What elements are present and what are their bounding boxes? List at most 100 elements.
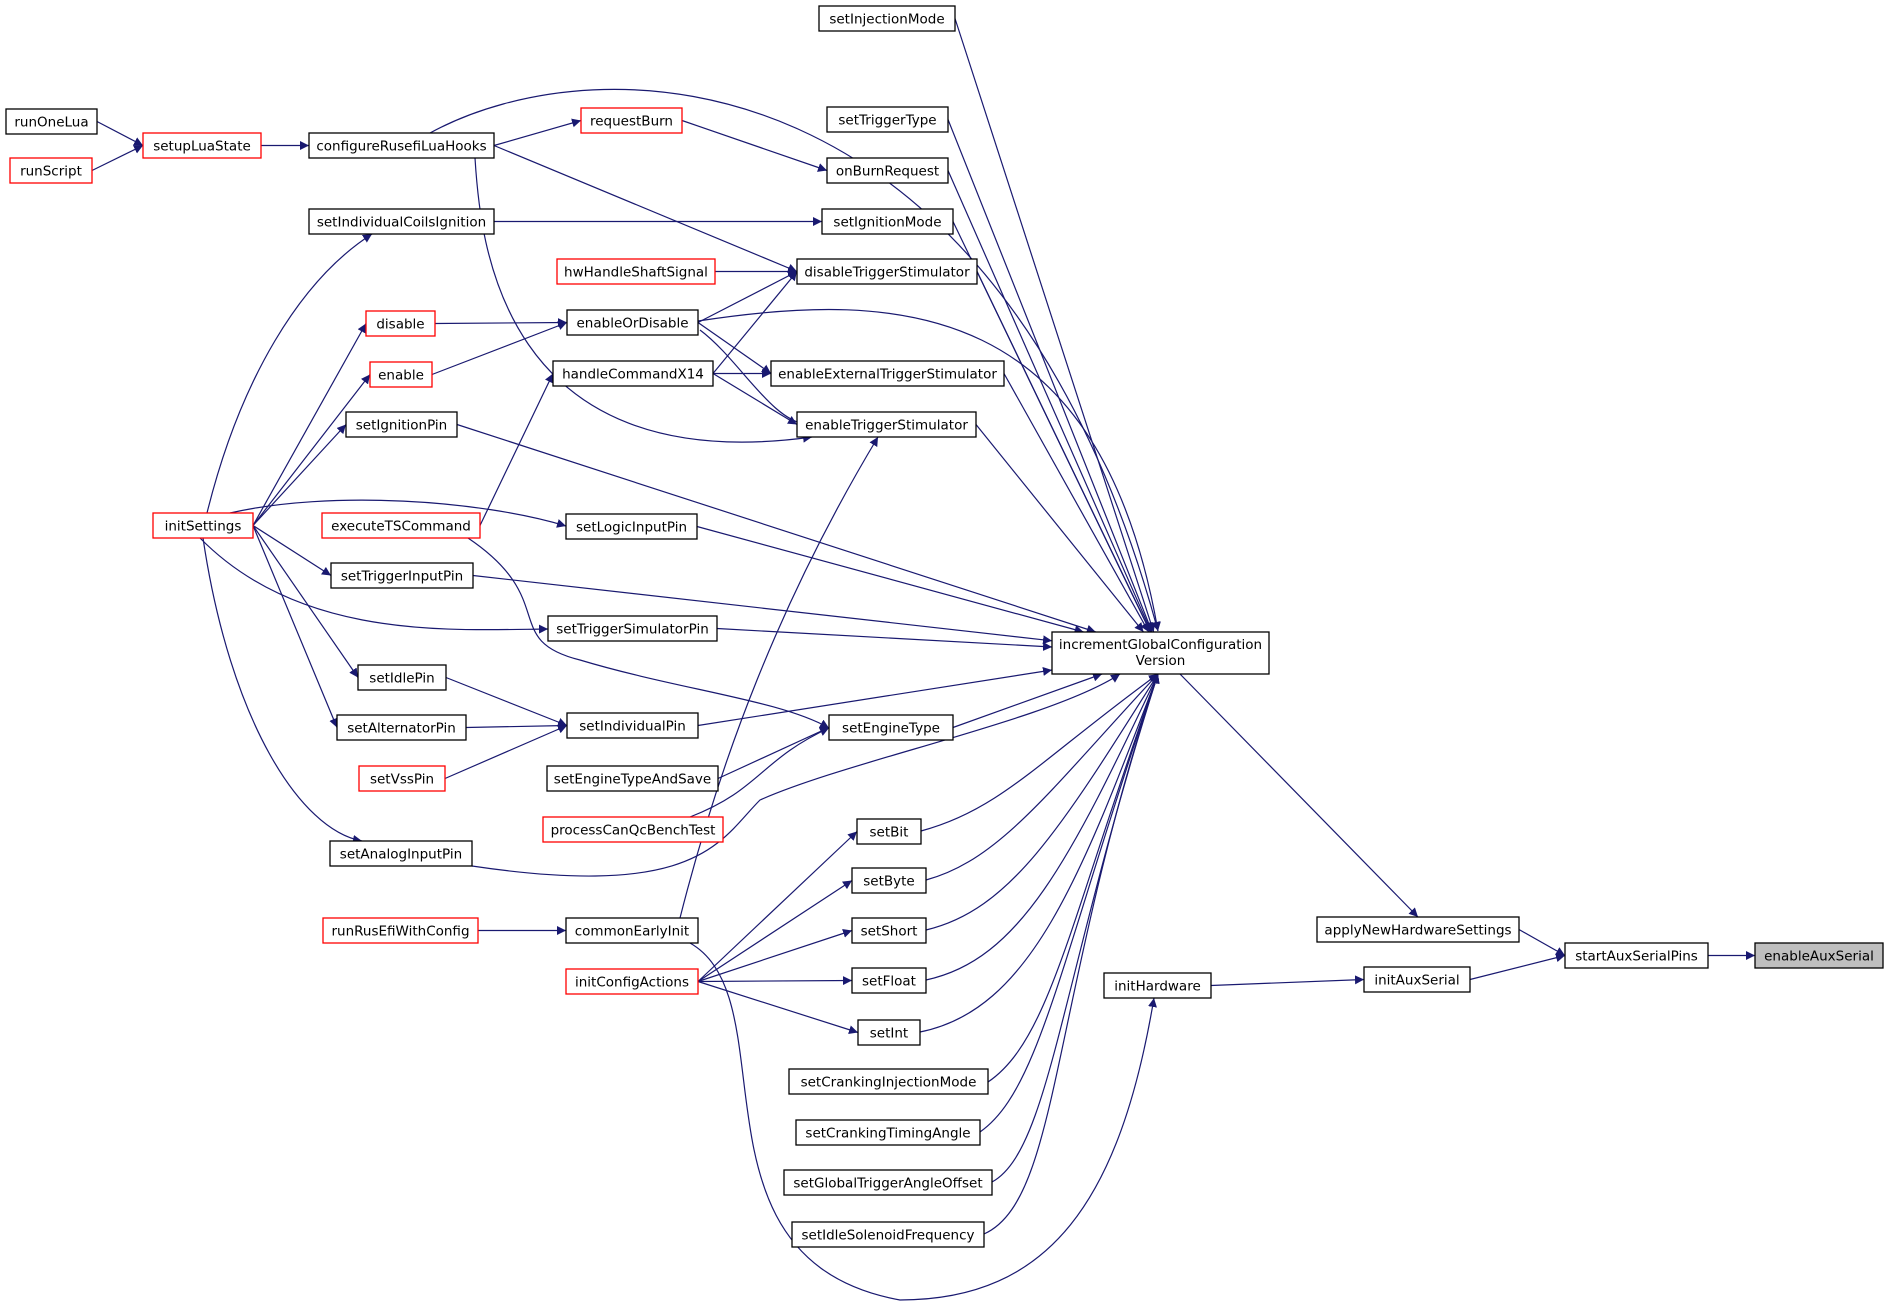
call-edge <box>712 271 798 374</box>
node-label: setByte <box>863 874 914 890</box>
node-box <box>857 1019 921 1046</box>
node-box <box>329 840 473 867</box>
node-label: setCrankingTimingAngle <box>805 1126 970 1142</box>
function-node[interactable]: applyNewHardwareSettings <box>1316 916 1520 943</box>
node-box <box>796 411 977 438</box>
node-label: hwHandleShaftSignal <box>564 265 708 281</box>
call-edge <box>1469 953 1566 981</box>
node-box <box>565 513 698 540</box>
function-node[interactable]: setInt <box>857 1019 921 1046</box>
node-box <box>826 157 949 184</box>
function-node[interactable]: initAuxSerial <box>1363 966 1471 993</box>
function-node[interactable]: enable <box>369 361 433 388</box>
call-edge <box>467 537 830 729</box>
node-box <box>322 917 479 944</box>
node-label: runRusEfiWithConfig <box>331 924 469 940</box>
node-box <box>5 108 98 135</box>
function-node[interactable]: enableTriggerStimulator <box>796 411 977 438</box>
node-label: initAuxSerial <box>1374 973 1459 989</box>
function-node[interactable]: setBit <box>856 818 922 845</box>
node-box <box>851 967 927 994</box>
function-node[interactable]: setInjectionMode <box>818 5 956 32</box>
function-node[interactable]: setIdleSolenoidFrequency <box>791 1221 985 1248</box>
call-edge <box>96 120 144 147</box>
node-label: processCanQcBenchTest <box>551 823 716 839</box>
function-node[interactable]: handleCommandX14 <box>552 360 714 387</box>
function-node[interactable]: setLogicInputPin <box>565 513 698 540</box>
call-edge <box>1179 673 1419 918</box>
function-node[interactable]: setCrankingTimingAngle <box>795 1119 981 1146</box>
function-node[interactable]: setTriggerSimulatorPin <box>547 615 718 642</box>
function-node[interactable]: hwHandleShaftSignal <box>556 258 716 285</box>
call-edge <box>252 525 338 728</box>
node-box <box>336 714 467 741</box>
node-label: commonEarlyInit <box>575 924 689 940</box>
function-node[interactable]: setupLuaState <box>142 132 262 159</box>
function-node[interactable]: setByte <box>851 867 927 894</box>
function-node[interactable]: setAnalogInputPin <box>329 840 473 867</box>
function-node[interactable]: initSettings <box>152 512 254 539</box>
function-node[interactable]: setEngineTypeAndSave <box>546 765 719 792</box>
node-label: startAuxSerialPins <box>1575 949 1698 965</box>
node-label: setupLuaState <box>153 139 251 155</box>
node-label: Version <box>1136 653 1186 669</box>
node-label: setIgnitionMode <box>833 215 941 231</box>
function-node[interactable]: setIgnitionMode <box>821 208 954 235</box>
call-edge <box>252 323 367 526</box>
node-box <box>542 816 724 843</box>
function-node[interactable]: runOneLua <box>5 108 98 135</box>
node-label: onBurnRequest <box>836 164 939 180</box>
call-edge <box>493 144 798 273</box>
function-node[interactable]: initConfigActions <box>565 968 699 995</box>
function-node[interactable]: setIdlePin <box>357 664 447 691</box>
function-node[interactable]: setIndividualCoilsIgnition <box>308 208 495 235</box>
node-box <box>369 361 433 388</box>
function-node[interactable]: configureRusefiLuaHooks <box>308 132 495 159</box>
call-edge <box>947 119 1153 633</box>
node-label: initSettings <box>165 519 242 535</box>
node-box <box>547 615 718 642</box>
function-node[interactable]: setTriggerType <box>826 106 949 133</box>
function-node[interactable]: setFloat <box>851 967 927 994</box>
call-edge <box>697 308 1161 632</box>
function-node[interactable]: commonEarlyInit <box>565 917 699 944</box>
function-node[interactable]: runScript <box>9 157 93 184</box>
function-node[interactable]: setGlobalTriggerAngleOffset <box>783 1169 993 1196</box>
node-box <box>1103 972 1212 999</box>
call-edge <box>252 525 359 678</box>
function-node[interactable]: onBurnRequest <box>826 157 949 184</box>
function-node[interactable]: startAuxSerialPins <box>1564 942 1709 969</box>
function-node[interactable]: executeTSCommand <box>321 512 481 539</box>
call-edge <box>925 673 1159 931</box>
call-edge <box>681 119 828 172</box>
function-node[interactable]: setShort <box>851 917 927 944</box>
call-edge <box>434 318 568 328</box>
function-node[interactable]: runRusEfiWithConfig <box>322 917 479 944</box>
focus-function-node[interactable]: enableAuxSerial <box>1754 942 1884 969</box>
function-node[interactable]: disable <box>365 310 436 337</box>
node-box <box>856 818 922 845</box>
node-label: setTriggerInputPin <box>341 569 463 585</box>
call-edge <box>206 233 373 514</box>
node-label: setIdleSolenoidFrequency <box>801 1228 974 1244</box>
function-node[interactable]: setIgnitionPin <box>345 411 458 438</box>
function-node[interactable]: requestBurn <box>580 107 683 134</box>
function-node[interactable]: initHardware <box>1103 972 1212 999</box>
call-edge <box>919 673 1160 1033</box>
function-node[interactable]: setIndividualPin <box>566 712 699 739</box>
node-box <box>152 512 254 539</box>
function-node[interactable]: setEngineType <box>828 714 954 741</box>
function-node[interactable]: setTriggerInputPin <box>330 562 474 589</box>
node-box <box>1316 916 1520 943</box>
function-node[interactable]: setVssPin <box>358 765 446 792</box>
function-node[interactable]: enableExternalTriggerStimulator <box>770 360 1005 387</box>
node-label: setBit <box>870 825 909 841</box>
function-node[interactable]: setCrankingInjectionMode <box>788 1068 989 1095</box>
function-node[interactable]: setAlternatorPin <box>336 714 467 741</box>
function-node[interactable]: processCanQcBenchTest <box>542 816 724 843</box>
node-box <box>330 562 474 589</box>
function-node[interactable]: disableTriggerStimulator <box>796 258 978 285</box>
function-node[interactable]: enableOrDisable <box>566 309 699 336</box>
node-box <box>788 1068 989 1095</box>
